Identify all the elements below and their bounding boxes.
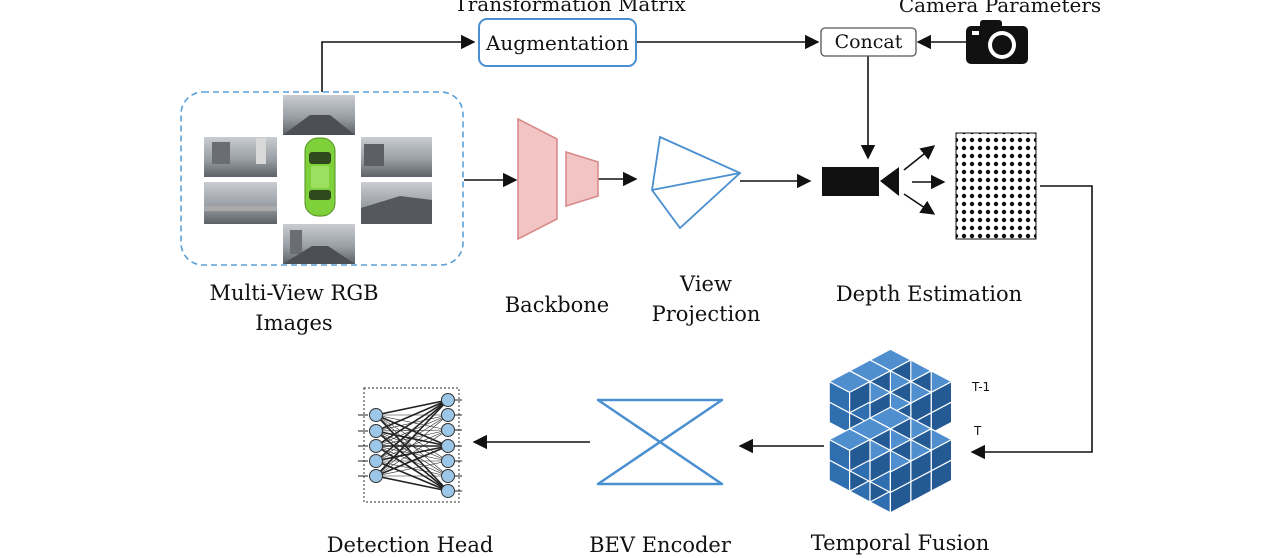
camera-image-front	[283, 95, 355, 135]
car-icon	[304, 137, 336, 217]
camera-image-front-left	[204, 137, 277, 177]
camera-icon	[966, 20, 1028, 64]
camera-frustum-icon	[822, 167, 899, 196]
camera-image-back-right	[361, 182, 432, 224]
arrow-depth-ray-up	[903, 145, 936, 171]
multi-view-label-line1: Multi-View RGB	[209, 281, 379, 305]
view-projection-shape	[651, 135, 742, 230]
backbone-stage-2	[565, 150, 599, 208]
detection-head-network	[358, 393, 462, 498]
depth-estimation-label: Depth Estimation	[835, 282, 1023, 306]
arrow-depth-ray-down	[903, 193, 936, 215]
backbone-stage-1	[517, 117, 558, 241]
camera-image-back-left	[204, 182, 277, 224]
detection-head-label: Detection Head	[326, 533, 494, 557]
bev-encoder-label: BEV Encoder	[589, 533, 731, 557]
augmentation-box	[478, 18, 637, 67]
multi-view-label-line2: Images	[255, 311, 333, 335]
backbone-label: Backbone	[504, 293, 610, 317]
view-projection-label-line1: View	[680, 272, 732, 296]
temporal-fusion-label: Temporal Fusion	[810, 531, 990, 555]
camera-parameters-label: Camera Parameters	[898, 0, 1102, 17]
view-projection-label-line2: Projection	[651, 302, 761, 326]
bev-encoder-shape	[596, 398, 724, 486]
t-label: T	[974, 424, 982, 438]
camera-image-back	[283, 224, 355, 264]
multi-view-container	[180, 91, 464, 266]
detection-head-box	[363, 387, 460, 503]
concat-box	[820, 27, 917, 57]
concat-label: Concat	[834, 31, 903, 53]
transformation-matrix-label: Transformation Matrix	[454, 0, 686, 16]
depth-grid	[955, 132, 1037, 240]
camera-image-front-right	[361, 137, 432, 177]
arrow-depth-to-temporal	[970, 185, 1093, 460]
t-minus-1-label: T-1	[972, 380, 991, 394]
augmentation-label: Augmentation	[485, 30, 630, 55]
temporal-fusion-cubes	[827, 348, 953, 514]
pipeline-diagram	[180, 18, 1093, 514]
arrow-images-to-augmentation	[321, 34, 476, 92]
